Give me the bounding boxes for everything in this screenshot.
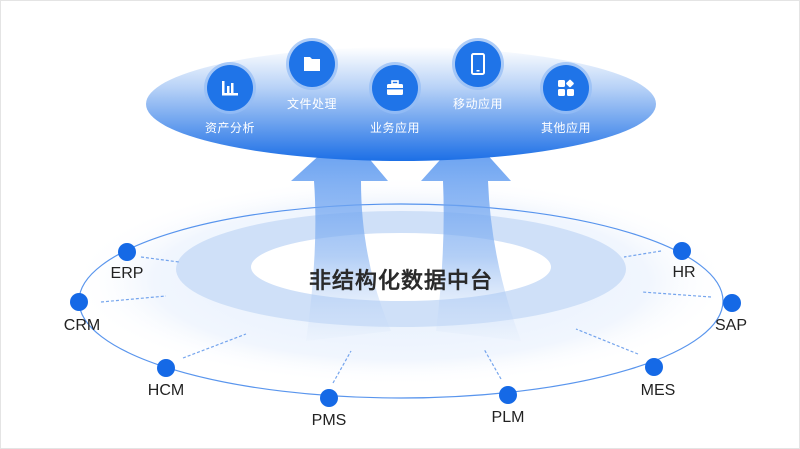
system-label-plm: PLM [491,409,525,426]
up-arrow-left [291,131,391,341]
apps-grid-icon [543,65,589,111]
app-asset-analysis[interactable]: 资产分析 [185,65,275,136]
system-label-erp: ERP [110,265,144,282]
app-label: 移动应用 [452,97,503,111]
system-label-pms: PMS [311,412,347,429]
platform-title: 非结构化数据中台 [308,269,494,294]
app-file-processing[interactable]: 文件处理 [267,41,357,112]
connector-plm [483,348,502,380]
node-hcm [157,359,175,377]
node-plm [499,386,517,404]
connector-mes [575,328,639,355]
system-label-sap: SAP [714,317,748,334]
app-label: 业务应用 [369,121,420,135]
system-label-hcm: HCM [147,382,185,399]
app-label: 文件处理 [286,97,337,111]
connector-hr [623,250,662,258]
system-label-mes: MES [640,382,676,399]
connector-pms [332,350,352,384]
app-label: 其他应用 [540,121,591,135]
folder-icon [289,41,335,87]
system-label-hr: HR [672,264,696,281]
bar-chart-icon [207,65,253,111]
app-label: 资产分析 [204,121,255,135]
connector-crm [100,295,167,303]
system-label-crm: CRM [63,317,101,334]
up-arrow-right [421,131,521,341]
connector-erp [140,256,180,263]
node-sap [723,294,741,312]
app-mobile[interactable]: 移动应用 [433,41,523,112]
briefcase-icon [372,65,418,111]
node-pms [320,389,338,407]
node-erp [118,243,136,261]
node-mes [645,358,663,376]
app-business[interactable]: 业务应用 [350,65,440,136]
connector-hcm [182,333,247,359]
node-hr [673,242,691,260]
mobile-phone-icon [455,41,501,87]
connector-sap [641,291,712,298]
app-other[interactable]: 其他应用 [521,65,611,136]
node-crm [70,293,88,311]
